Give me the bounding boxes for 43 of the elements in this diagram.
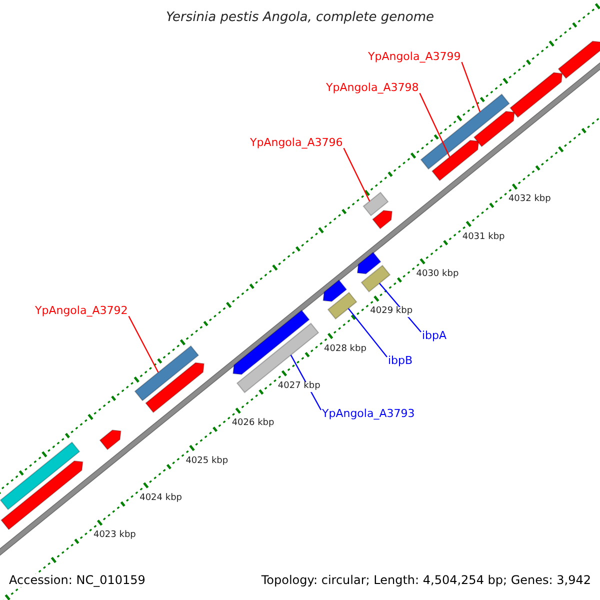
gene-feature: [510, 72, 563, 118]
gene-label: ibpB: [388, 355, 413, 368]
leader-line: [461, 62, 481, 112]
gene-feature: [473, 110, 515, 148]
gene-bar: [362, 192, 389, 216]
scale-label: 4031 kbp: [461, 232, 506, 243]
scale-label: 4024 kbp: [138, 494, 183, 504]
gene-label: ibpA: [422, 330, 447, 342]
gene-label: YpAngola_A3796: [250, 137, 343, 150]
genome-info-text: Topology: circular; Length: 4,504,254 bp; Genes: 3,942: [261, 574, 591, 588]
leader-line: [128, 316, 159, 373]
gene-label: YpAngola_A3792: [35, 305, 128, 318]
gene-bar: [134, 345, 200, 402]
scale-label: 4030 kbp: [415, 270, 460, 280]
gene-bar: [360, 264, 391, 292]
title: Yersinia pestis Angola, complete genome: [166, 11, 434, 26]
gene-feature: [356, 252, 382, 274]
gene-feature: [431, 140, 480, 182]
gene-label: YpAngola_A3799: [368, 51, 461, 64]
gene-feature: [232, 310, 310, 375]
gene-feature: [0, 460, 84, 530]
gene-bar: [236, 322, 320, 394]
gene-feature: [372, 210, 393, 230]
leader-line: [419, 92, 450, 158]
scale-label: 4027 kbp: [276, 382, 322, 392]
gene-label: YpAngola_A3798: [326, 82, 419, 94]
scale-label: 4026 kbp: [230, 419, 276, 430]
gene-feature: [99, 430, 122, 450]
gene-feature: [145, 362, 204, 414]
gene-bar: [327, 292, 358, 320]
scale-label: 4023 kbp: [92, 531, 137, 542]
gene-feature: [558, 40, 600, 79]
leader-line: [348, 308, 388, 358]
gene-label: YpAngola_A3793: [322, 408, 415, 420]
scale-label: 4025 kbp: [184, 456, 230, 467]
accession-text: Accession: NC_010159: [9, 574, 146, 588]
gene-bar: [420, 94, 510, 170]
gene-feature: [322, 279, 348, 302]
scale-label: 4029 kbp: [369, 307, 414, 318]
scale-label: 4028 kbp: [323, 344, 368, 355]
gene-bar: [0, 442, 80, 510]
scale-label: 4032 kbp: [507, 195, 552, 206]
leader-line: [343, 148, 370, 202]
